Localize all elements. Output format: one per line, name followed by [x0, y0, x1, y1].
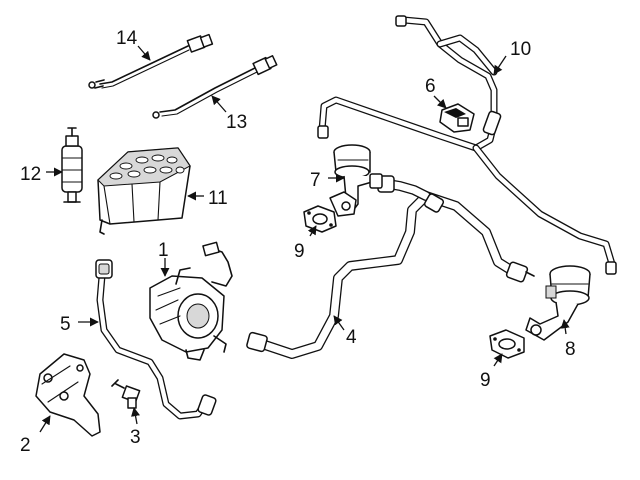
callout-10: 10: [510, 39, 531, 60]
callout-3: 3: [130, 427, 141, 448]
leader-3: [131, 407, 140, 425]
callout-9b: 9: [480, 370, 491, 391]
part-14-oxygen-sensor: [88, 33, 214, 89]
leader-9b: [493, 353, 503, 367]
leader-6: [433, 95, 447, 109]
callout-14: 14: [116, 28, 138, 49]
leader-lines: [39, 45, 570, 433]
leader-14: [137, 45, 151, 61]
part-13-oxygen-sensor: [152, 55, 278, 119]
callout-1: 1: [158, 240, 169, 261]
part-6-connector: [439, 103, 475, 133]
part-11-charcoal-canister: [97, 147, 191, 235]
leader-8: [560, 319, 570, 335]
callout-12: 12: [20, 164, 41, 185]
leader-2: [39, 415, 51, 433]
callout-2: 2: [20, 435, 31, 456]
callout-4: 4: [346, 327, 357, 348]
leader-9a: [307, 225, 317, 237]
leader-13: [211, 95, 227, 113]
part-7-valve: [329, 144, 383, 217]
callout-7: 7: [310, 170, 321, 191]
part-3-sensor: [111, 379, 141, 409]
part-10-pipe: [317, 15, 617, 275]
part-2-bracket: [35, 353, 101, 437]
callout-13: 13: [226, 112, 247, 133]
part-9-gasket-upper: [303, 205, 337, 233]
callout-11: 11: [208, 188, 228, 209]
leader-10: [493, 55, 507, 75]
part-1-air-pump: [149, 241, 233, 361]
leader-4: [333, 315, 345, 331]
callout-5: 5: [60, 314, 71, 335]
part-4-hose: [246, 175, 535, 359]
part-9-gasket-lower: [489, 329, 525, 359]
callout-8: 8: [565, 339, 576, 360]
part-8-valve: [525, 265, 591, 341]
part-12-purge-valve: [61, 127, 83, 203]
callout-labels: 1 2 3 4 5 6 7 8 9 9 10 11 12 13 14: [20, 28, 576, 456]
part-5-hose: [95, 259, 217, 420]
callout-6: 6: [425, 76, 436, 97]
callout-9a: 9: [294, 241, 305, 262]
